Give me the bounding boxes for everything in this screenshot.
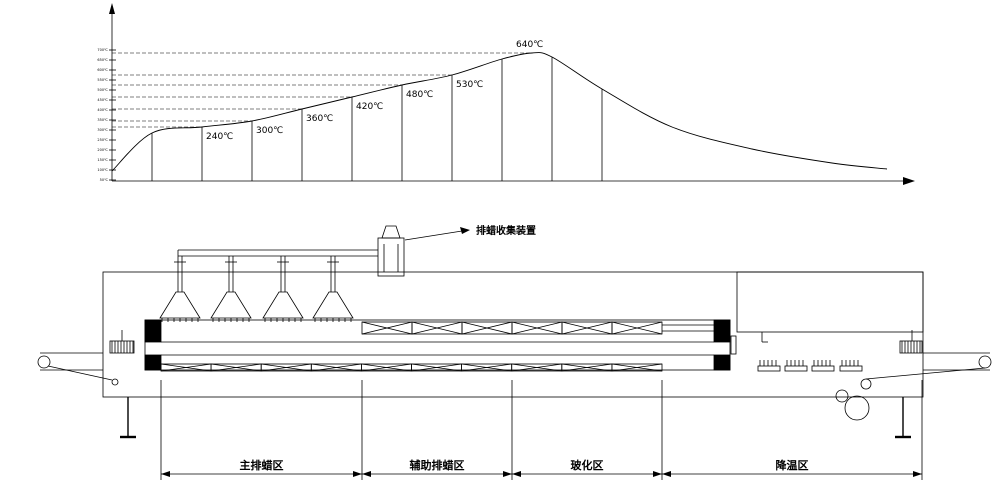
temperature-label: 420℃ [356,102,383,112]
zone-dimensions: 主排蜡区 辅助排蜡区 玻化区 降温区 [160,380,923,480]
heater-element-lower-cross [261,363,312,372]
exhaust-hood [262,261,304,322]
zone-arrow-start [161,471,170,477]
exhaust-hood [210,261,252,322]
zone-arrow-end [653,471,662,477]
temperature-label: 530℃ [456,80,483,90]
furnace-body [102,271,924,398]
heater-element-upper-cross [411,321,463,335]
cooling-unit [757,365,781,372]
hood-funnel [159,291,201,319]
temperature-label: 480℃ [406,90,433,100]
cooling-unit [839,365,863,372]
heater-element-lower-cross [211,363,262,372]
drive-roller [860,378,872,390]
y-tick-label: 600℃ [97,68,108,72]
y-tick-label: 50℃ [100,178,108,182]
temperature-curve-chart: 50℃ 100℃ 150℃ 200℃ 250℃ 300℃ 350℃ 400℃ 450℃ 500℃ 5… [97,3,915,185]
heater-element-lower [611,363,663,372]
heater-element-lower-cross [611,363,663,372]
entry-wall-bottom [144,354,162,371]
heater-element-lower-cross [311,363,362,372]
heater-element-lower-cross [511,363,562,372]
heater-element-upper-cross [561,321,613,335]
heater-element-upper-cross [461,321,513,335]
heater-element-upper-cross [361,321,413,335]
y-tick-label: 550℃ [97,78,108,82]
zone-label: 降温区 [776,458,809,472]
zone-arrow-start [362,471,371,477]
zone-label: 辅助排蜡区 [410,458,465,472]
cooling-hood [736,271,924,333]
collector-label: 排蜡收集装置 [476,224,536,237]
temperature-label: 300℃ [256,126,283,136]
temperature-label: 240℃ [206,132,233,142]
exit-wall-top [713,319,731,343]
y-tick-label: 450℃ [97,98,108,102]
y-tick-label: 400℃ [97,108,108,112]
y-tick-label: 650℃ [97,58,108,62]
collector-unit [377,237,405,277]
tunnel [144,319,731,371]
exit-door [730,335,737,355]
collector-leader [404,230,463,241]
end-roller-left [37,355,51,369]
heater-element-lower-cross [361,363,412,372]
cooling-unit [784,365,808,372]
hood-funnel [312,291,354,319]
end-roller-right [978,355,992,369]
exhaust-hood [312,261,354,322]
heater-element-upper [611,321,663,335]
x-axis-arrow [903,177,915,185]
y-tick-label: 100℃ [97,168,108,172]
exhaust-hood [159,261,201,322]
y-tick-label: 300℃ [97,128,108,132]
y-axis-arrow [109,3,115,14]
exit-wall-bottom [713,354,731,371]
heater-element-lower-cross [160,363,212,372]
y-tick-label: 200℃ [97,148,108,152]
zone-arrow-end [913,471,922,477]
heater-element-lower-cross [411,363,462,372]
drive-roller [844,395,870,421]
collector-arrow [460,227,470,234]
heater-element-lower-cross [461,363,512,372]
zone-label: 玻化区 [571,458,604,472]
zone-arrow-end [353,471,362,477]
y-tick-label: 500℃ [97,88,108,92]
furnace-drawing: 排蜡收集装置 [37,224,992,439]
entry-wall-top [144,319,162,343]
zone-arrow-start [512,471,521,477]
drive-roller [835,389,849,403]
hood-funnel [210,291,252,319]
temperature-curve [111,52,888,172]
cooling-unit [811,365,835,372]
hood-funnel [262,291,304,319]
guide-roller-left [111,378,119,386]
zone-arrow-end [503,471,512,477]
collector-cap [381,225,401,239]
temperature-label: 360℃ [306,114,333,124]
temperature-label: 640℃ [516,40,543,50]
heater-element-lower-cross [561,363,612,372]
zone-arrow-start [662,471,671,477]
y-tick-label: 350℃ [97,118,108,122]
belt-return-right [865,367,986,380]
y-tick-label: 150℃ [97,158,108,162]
belt-return-left [47,365,113,381]
heater-element-upper-cross [511,321,563,335]
heater-element-upper-cross [611,321,663,335]
zone-label: 主排蜡区 [240,458,284,472]
y-tick-label: 700℃ [97,48,108,52]
y-tick-label: 250℃ [97,138,108,142]
